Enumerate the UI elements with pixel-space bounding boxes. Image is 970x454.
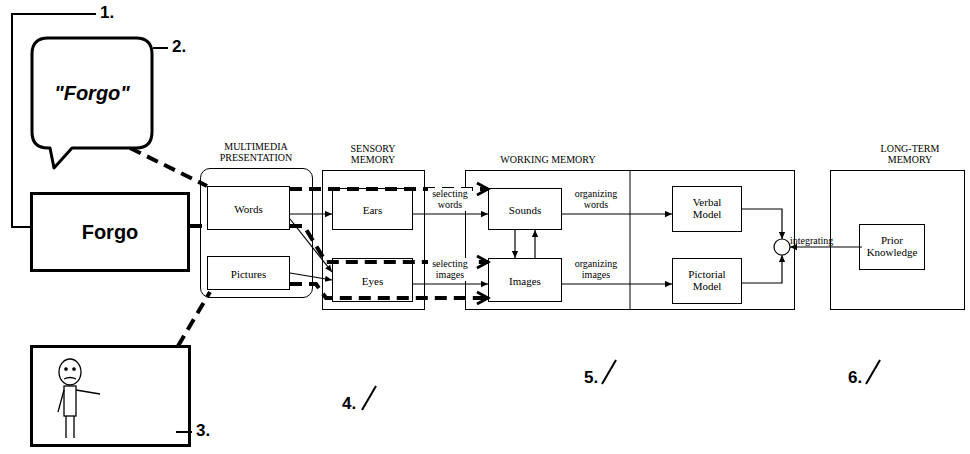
- label-wrap: 4.: [342, 394, 356, 414]
- callout-number: 5.: [584, 368, 598, 388]
- flow-arrow: [290, 273, 332, 280]
- picture-frame: [32, 347, 190, 446]
- process-box: Pictures: [207, 256, 290, 290]
- memory-heading: WORKING MEMORY: [500, 154, 595, 166]
- divider-line: [630, 170, 631, 310]
- highlight-path: [190, 224, 207, 228]
- label-wrap: selecting images: [428, 258, 472, 283]
- highlight-path: [130, 148, 207, 186]
- text-wrap: Pictorial Model: [682, 268, 732, 295]
- integration-node: [774, 239, 790, 255]
- process-box: Eyes: [332, 258, 413, 302]
- text-wrap: Sounds: [509, 200, 541, 218]
- flow-arrow: [290, 219, 332, 272]
- memory-heading: MULTIMEDIA PRESENTATION: [206, 141, 306, 164]
- edge-label: organizing words: [568, 188, 624, 211]
- label-wrap: selecting words: [428, 188, 472, 213]
- text-wrap: Ears: [363, 200, 383, 218]
- leader-line: [602, 360, 616, 384]
- text-wrap: Prior Knowledge: [866, 234, 918, 261]
- box-label: Eyes: [362, 275, 383, 288]
- label-wrap: 5.: [584, 368, 598, 388]
- process-box: Words: [207, 186, 290, 230]
- box-label: Pictures: [231, 268, 266, 281]
- stage-panel: LONG-TERM MEMORYPrior Knowledge: [830, 170, 965, 310]
- edge-label: organizing images: [568, 258, 624, 281]
- box-label: Prior Knowledge: [866, 234, 918, 259]
- box-label: Sounds: [509, 204, 541, 217]
- callout-number: 2.: [172, 37, 186, 57]
- edge-label: selecting images: [428, 258, 472, 281]
- flow-arrow: [514, 230, 515, 258]
- figure-legs: [66, 416, 74, 438]
- memory-heading: LONG-TERM MEMORY: [875, 143, 945, 166]
- flow-arrow: [290, 213, 332, 214]
- label-wrap: 2.: [172, 37, 186, 57]
- process-box: Pictorial Model: [672, 258, 742, 304]
- leader-line: [153, 47, 168, 49]
- stage-panel: SENSORY MEMORYEarsEyes: [322, 170, 425, 310]
- leader-line: [362, 386, 376, 410]
- figure-head: [59, 359, 81, 385]
- stage-panel: WORKING MEMORYSoundsImagesVerbal ModelPi…: [465, 170, 795, 310]
- figure-arms: [58, 390, 100, 412]
- edge-label: selecting words: [428, 188, 472, 211]
- figure-mouth: [64, 378, 76, 380]
- text-card: Forgo: [30, 192, 190, 272]
- leader-line: [176, 431, 192, 433]
- flow-label: integrating: [790, 235, 833, 247]
- highlight-path: [178, 292, 210, 346]
- text-wrap: Eyes: [362, 271, 383, 289]
- label-wrap: organizing images: [568, 258, 624, 283]
- merge-arrow: [742, 209, 782, 239]
- figure-eye: [65, 368, 67, 370]
- text-wrap: Images: [509, 271, 541, 289]
- text-wrap: Verbal Model: [682, 196, 732, 223]
- highlight-path: [290, 284, 488, 298]
- heading-wrap: SENSORY MEMORY: [338, 143, 408, 168]
- label-wrap: organizing words: [568, 188, 624, 213]
- process-box: Verbal Model: [672, 186, 742, 232]
- callout-number: 6.: [848, 368, 862, 388]
- merge-arrow: [790, 246, 862, 247]
- box-label: Forgo: [82, 221, 139, 244]
- stick-figure: [58, 359, 100, 438]
- text-wrap: Pictures: [231, 264, 266, 282]
- flow-arrow: [562, 213, 672, 214]
- process-box: Ears: [332, 188, 413, 230]
- flow-arrow: [534, 230, 535, 258]
- heading-wrap: WORKING MEMORY: [458, 149, 638, 167]
- process-box: Prior Knowledge: [859, 224, 925, 270]
- box-label: Verbal Model: [682, 196, 732, 221]
- label-wrap: 6.: [848, 368, 862, 388]
- box-label: Images: [509, 275, 541, 288]
- speech-bubble: "Forgo": [32, 38, 152, 148]
- stage-panel: MULTIMEDIA PRESENTATIONWordsPictures: [200, 168, 313, 298]
- box-label: Words: [234, 203, 262, 216]
- flow-arrow: [562, 283, 672, 284]
- label-wrap: 3.: [196, 421, 210, 441]
- heading-wrap: LONG-TERM MEMORY: [875, 143, 945, 168]
- callout-number: 3.: [196, 421, 210, 441]
- box-label: Pictorial Model: [682, 268, 732, 293]
- text-wrap: "Forgo": [54, 82, 130, 105]
- label-wrap: 1.: [100, 3, 114, 23]
- bubble-shape: [32, 38, 152, 168]
- process-box: Sounds: [488, 188, 562, 230]
- callout-number: 4.: [342, 394, 356, 414]
- text-wrap: Words: [234, 199, 262, 217]
- callout-number: 1.: [100, 3, 114, 23]
- process-box: Images: [488, 258, 562, 302]
- leader-line: [866, 360, 880, 384]
- box-label: Ears: [363, 204, 383, 217]
- merge-arrow: [742, 255, 782, 283]
- memory-heading: SENSORY MEMORY: [338, 143, 408, 166]
- box-label: "Forgo": [54, 82, 130, 105]
- figure-body: [64, 386, 76, 416]
- label-wrap: integrating: [790, 230, 833, 248]
- figure-eye: [73, 368, 75, 370]
- heading-wrap: MULTIMEDIA PRESENTATION: [206, 141, 306, 166]
- text-wrap: Forgo: [82, 221, 139, 244]
